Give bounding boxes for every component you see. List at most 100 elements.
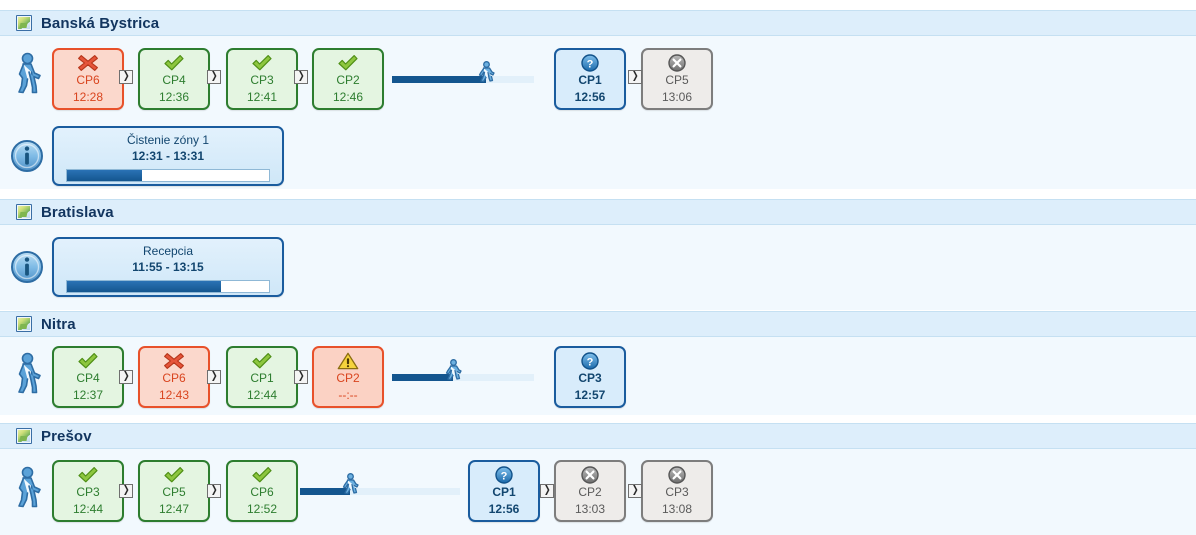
chevron-right-icon: ❯	[207, 484, 221, 498]
chevron-right-icon: ❯	[294, 70, 308, 84]
task-time-range: 12:31 - 13:31	[131, 149, 205, 163]
section-title: Bratislava	[41, 203, 114, 221]
checkpoint-time: 12:44	[72, 502, 104, 516]
checkpoint-card[interactable]: CP2 13:03	[554, 460, 626, 522]
section-header[interactable]: Bratislava	[0, 199, 1196, 225]
info-circle-icon	[10, 250, 44, 284]
travel-progress-line	[392, 359, 534, 389]
checkpoint-name: CP4	[162, 73, 186, 87]
travel-fill	[392, 374, 454, 381]
pedestrian-walking-icon	[10, 52, 44, 94]
map-thumbnail-icon	[16, 15, 32, 31]
checkpoint-time: 12:28	[72, 90, 104, 104]
svg-text:?: ?	[587, 58, 594, 70]
checkpoint-time: 12:44	[246, 388, 278, 402]
checkpoint-time: 12:56	[488, 502, 520, 516]
chevron-glyph: ❯	[122, 70, 130, 82]
checkpoint-name: CP1	[250, 371, 274, 385]
green-check-icon	[251, 352, 273, 370]
section-title: Banská Bystrica	[41, 14, 160, 32]
checkpoint-time: 12:41	[246, 90, 278, 104]
checkpoint-name: CP2	[336, 73, 360, 87]
checkpoint-name: CP1	[492, 485, 516, 499]
checkpoint-time: 12:56	[574, 90, 606, 104]
travel-fill	[300, 488, 350, 495]
checkpoint-time: 13:06	[661, 90, 693, 104]
gray-circle-x-icon	[579, 466, 601, 484]
chevron-right-icon: ❯	[294, 370, 308, 384]
checkpoint-card[interactable]: CP2 --:--	[312, 346, 384, 408]
green-check-icon	[77, 466, 99, 484]
gray-circle-x-icon	[666, 466, 688, 484]
task-title: Čistenie zóny 1	[126, 133, 210, 147]
travel-track	[300, 488, 460, 495]
checkpoint-name: CP2	[336, 371, 360, 385]
pedestrian-walking-icon	[10, 352, 44, 394]
chevron-glyph: ❯	[210, 70, 218, 82]
chevron-glyph: ❯	[297, 370, 305, 382]
checkpoint-card[interactable]: CP6 12:28	[52, 48, 124, 110]
checkpoint-card[interactable]: CP3 12:41	[226, 48, 298, 110]
task-card[interactable]: Čistenie zóny 1 12:31 - 13:31	[52, 126, 284, 186]
checkpoint-time: --:--	[338, 388, 358, 402]
checkpoint-name: CP3	[665, 485, 689, 499]
svg-text:?: ?	[587, 356, 594, 368]
section-header[interactable]: Nitra	[0, 311, 1196, 337]
warning-triangle-icon	[337, 352, 359, 370]
checkpoint-card[interactable]: CP4 12:36	[138, 48, 210, 110]
task-title: Recepcia	[142, 244, 194, 258]
chevron-glyph: ❯	[631, 484, 639, 496]
task-progress-bar	[66, 280, 270, 293]
chevron-right-icon: ❯	[628, 70, 642, 84]
chevron-glyph: ❯	[297, 70, 305, 82]
chevron-right-icon: ❯	[628, 484, 642, 498]
travel-track	[392, 374, 534, 381]
checkpoint-time: 13:03	[574, 502, 606, 516]
task-progress-fill	[67, 170, 142, 181]
travel-fill	[392, 76, 486, 83]
section-header[interactable]: Prešov	[0, 423, 1196, 449]
section-header[interactable]: Banská Bystrica	[0, 10, 1196, 36]
section-title: Prešov	[41, 427, 92, 445]
task-progress-bar	[66, 169, 270, 182]
walking-progress-marker-icon	[478, 61, 495, 82]
green-check-icon	[251, 466, 273, 484]
checkpoint-name: CP6	[250, 485, 274, 499]
green-check-icon	[77, 352, 99, 370]
travel-progress-line	[300, 473, 460, 503]
checkpoint-card[interactable]: CP1 12:44	[226, 346, 298, 408]
green-check-icon	[163, 54, 185, 72]
section-title: Nitra	[41, 315, 76, 333]
checkpoint-name: CP3	[250, 73, 274, 87]
checkpoint-time: 12:57	[574, 388, 606, 402]
checkpoint-name: CP5	[665, 73, 689, 87]
checkpoint-time: 12:47	[158, 502, 190, 516]
checkpoint-time: 12:43	[158, 388, 190, 402]
checkpoint-name: CP6	[76, 73, 100, 87]
chevron-right-icon: ❯	[207, 370, 221, 384]
task-progress-fill	[67, 281, 221, 292]
blue-question-icon: ?	[579, 352, 601, 370]
gray-circle-x-icon	[666, 54, 688, 72]
walking-progress-marker-icon	[445, 359, 462, 380]
checkpoint-name: CP2	[578, 485, 602, 499]
checkpoint-time: 12:36	[158, 90, 190, 104]
info-circle-icon	[10, 139, 44, 173]
chevron-glyph: ❯	[210, 370, 218, 382]
checkpoint-name: CP4	[76, 371, 100, 385]
checkpoint-card[interactable]: CP5 13:06	[641, 48, 713, 110]
map-thumbnail-icon	[16, 316, 32, 332]
chevron-right-icon: ❯	[119, 70, 133, 84]
